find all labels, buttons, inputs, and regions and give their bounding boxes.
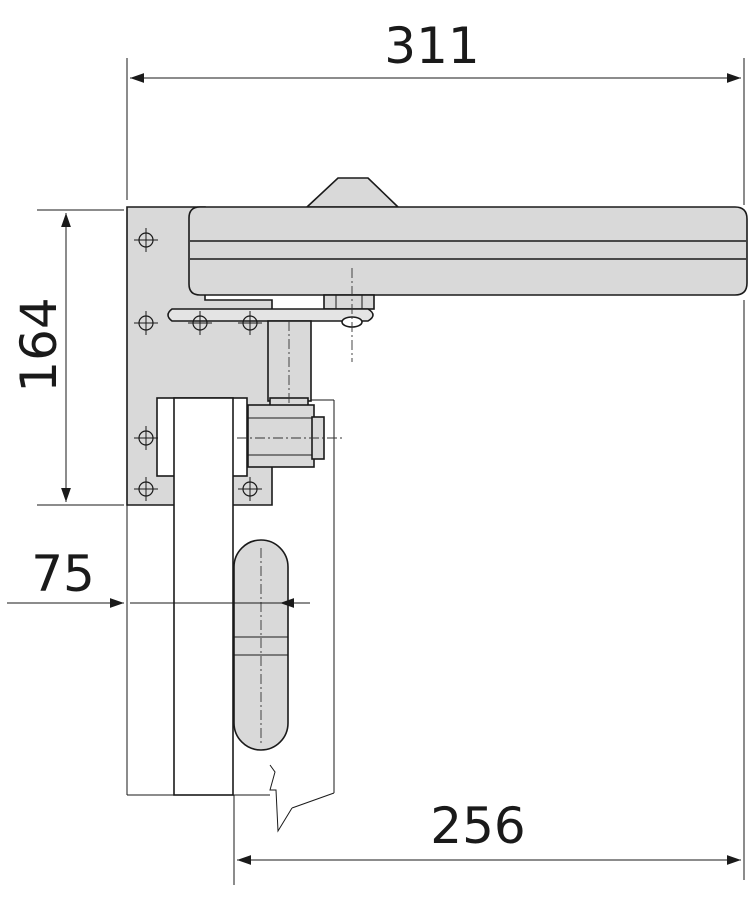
- spindle-nut: [323, 294, 375, 310]
- slide-shoe: [247, 404, 315, 468]
- hole-icon: [134, 426, 158, 450]
- dimension-label-depth: 75: [31, 545, 95, 603]
- vertical-link: [267, 320, 312, 402]
- closer-body: [188, 177, 748, 310]
- mounting-holes: [134, 228, 262, 501]
- hole-icon: [134, 311, 158, 335]
- door-leaf-body: [173, 397, 234, 796]
- dimension-overall-width: 311: [126, 17, 745, 205]
- dimension-arm-reach: 256: [233, 300, 745, 885]
- arm-bar-body: [167, 308, 374, 322]
- hole-icon: [134, 228, 158, 252]
- dimension-label-arm-reach: 256: [430, 797, 525, 855]
- closer-housing: [188, 206, 748, 296]
- hole-icon: [238, 477, 262, 501]
- dimension-label-height: 164: [10, 297, 68, 392]
- hole-icon: [188, 311, 212, 335]
- hole-icon: [134, 477, 158, 501]
- center-lines: [237, 268, 353, 745]
- dimension-label-overall-width: 311: [384, 17, 479, 75]
- dimension-depth: 75: [7, 520, 310, 630]
- hole-icon: [238, 311, 262, 335]
- door-leaf: [156, 397, 248, 796]
- dimension-height: 164: [10, 209, 124, 506]
- closer-cap: [304, 177, 400, 208]
